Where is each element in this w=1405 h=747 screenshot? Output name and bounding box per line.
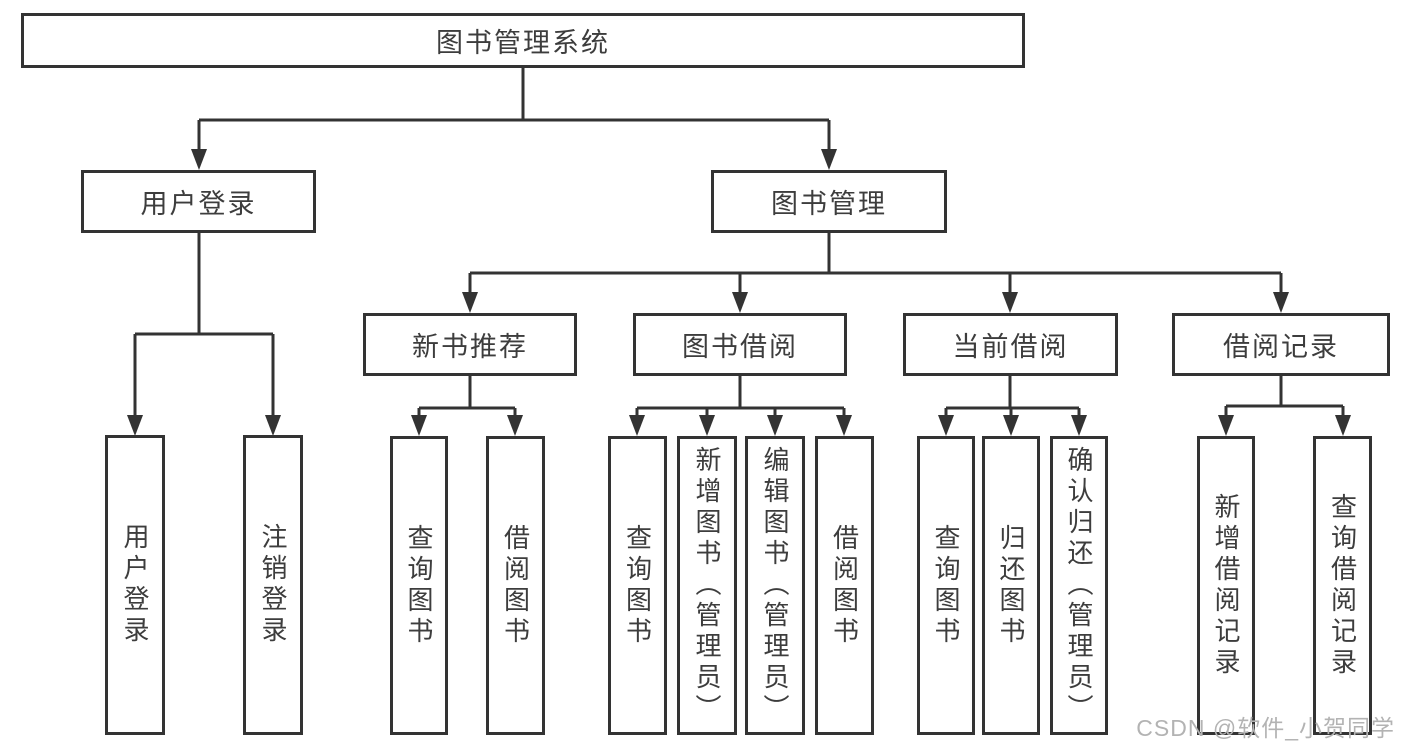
- arrow-down-icon: [1335, 415, 1351, 436]
- leaf-confirm-return-admin: 确认归还（管理员）: [1050, 436, 1108, 735]
- arrow-down-icon: [767, 415, 783, 436]
- edge-borrow-records-to-leaves: [1224, 376, 1345, 420]
- arrow-down-icon: [1002, 292, 1018, 313]
- arrow-down-icon: [191, 149, 207, 170]
- arrow-down-icon: [821, 149, 837, 170]
- node-new-book-recommendation: 新书推荐: [363, 313, 577, 376]
- node-book-borrowing: 图书借阅: [633, 313, 847, 376]
- leaf-return-books: 归还图书: [982, 436, 1040, 735]
- node-user-login: 用户登录: [81, 170, 316, 233]
- leaf-query-books-current: 查询图书: [917, 436, 975, 735]
- edge-book-borrow-to-leaves: [635, 376, 846, 420]
- arrow-down-icon: [1071, 415, 1087, 436]
- node-borrowing-records: 借阅记录: [1172, 313, 1390, 376]
- leaf-add-books-admin: 新增图书（管理员）: [677, 436, 737, 735]
- arrow-down-icon: [1218, 415, 1234, 436]
- leaf-edit-books-admin: 编辑图书（管理员）: [745, 436, 805, 735]
- arrow-down-icon: [462, 292, 478, 313]
- arrow-down-icon: [938, 415, 954, 436]
- arrow-down-icon: [629, 415, 645, 436]
- leaf-borrow-books: 借阅图书: [815, 436, 874, 735]
- edge-user-login-to-leaves: [133, 233, 275, 420]
- leaf-user-login: 用户登录: [105, 435, 165, 735]
- edge-root-to-level2: [197, 68, 831, 155]
- arrowheads: [127, 149, 1351, 436]
- node-library-management-system: 图书管理系统: [21, 13, 1025, 68]
- arrow-down-icon: [265, 415, 281, 436]
- node-current-borrowing: 当前借阅: [903, 313, 1118, 376]
- edge-new-book-to-leaves: [417, 376, 517, 420]
- edge-current-borrow-to-leaves: [944, 376, 1081, 420]
- leaf-borrow-books-recommend: 借阅图书: [486, 436, 545, 735]
- leaf-query-books-recommend: 查询图书: [390, 436, 448, 735]
- leaf-query-borrow-record: 查询借阅记录: [1313, 436, 1372, 735]
- leaf-add-borrow-record: 新增借阅记录: [1197, 436, 1255, 735]
- arrow-down-icon: [127, 415, 143, 436]
- arrow-down-icon: [732, 292, 748, 313]
- node-book-management: 图书管理: [711, 170, 947, 233]
- leaf-query-books-borrow: 查询图书: [608, 436, 667, 735]
- arrow-down-icon: [411, 415, 427, 436]
- arrow-down-icon: [1003, 415, 1019, 436]
- edge-book-management-to-level3: [468, 233, 1283, 296]
- arrow-down-icon: [699, 415, 715, 436]
- arrow-down-icon: [1273, 292, 1289, 313]
- leaf-logout: 注销登录: [243, 435, 303, 735]
- arrow-down-icon: [836, 415, 852, 436]
- csdn-watermark: CSDN @软件_小贺同学: [1136, 715, 1395, 741]
- arrow-down-icon: [507, 415, 523, 436]
